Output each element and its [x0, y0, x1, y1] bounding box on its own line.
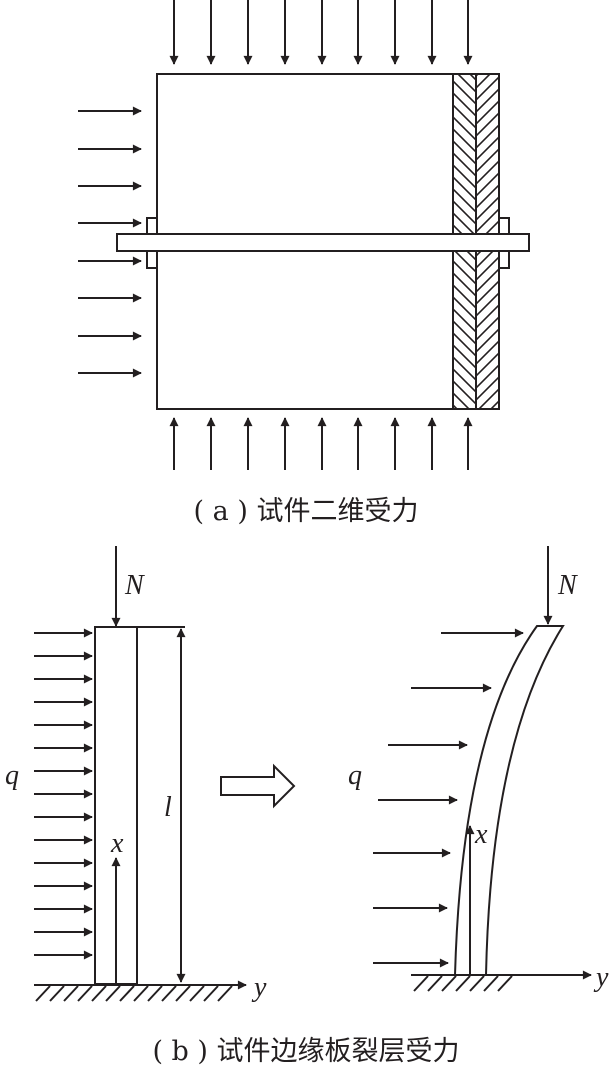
ground-hatch-line — [203, 985, 219, 1002]
ground-hatch-line — [133, 985, 149, 1002]
label-q-right: q — [348, 760, 362, 791]
ground-hatch-line — [161, 985, 177, 1002]
label-y-left: y — [251, 972, 267, 1003]
caption-b: ( b ) 试件边缘板裂层受力 — [152, 1036, 459, 1067]
label-x-left: x — [110, 828, 124, 859]
ground-hatch-line — [455, 975, 471, 992]
fixed-support-hatching-left — [35, 985, 233, 1002]
ground-hatch-line — [119, 985, 135, 1002]
panel-b-right: N q x y — [348, 546, 609, 993]
tie-bolt — [116, 233, 530, 252]
ground-hatch-line — [413, 975, 429, 992]
ground-hatch-line — [63, 985, 79, 1002]
ground-hatch-line — [441, 975, 457, 992]
panel-a: ( a ) 试件二维受力 — [78, 0, 530, 527]
ground-hatch-line — [147, 985, 163, 1002]
left-load-arrows — [78, 106, 142, 378]
ground-hatch-line — [427, 975, 443, 992]
buckled-edge-slab — [453, 625, 565, 976]
q-load-arrows-right — [373, 628, 524, 968]
label-y-right: y — [593, 962, 609, 993]
transform-arrow — [220, 763, 296, 809]
label-x-right: x — [474, 819, 488, 850]
ground-hatch-line — [217, 985, 233, 1002]
q-load-arrows-left — [34, 628, 93, 960]
ground-hatch-line — [469, 975, 485, 992]
bottom-load-arrows — [169, 417, 473, 470]
ground-hatch-line — [77, 985, 93, 1002]
label-l: l — [164, 792, 172, 823]
panel-b-left: N l q x y — [5, 546, 267, 1003]
label-q-left: q — [5, 760, 19, 791]
ground-hatch-line — [175, 985, 191, 1002]
label-N-right: N — [557, 570, 578, 601]
ground-hatch-line — [35, 985, 51, 1002]
ground-hatch-line — [49, 985, 65, 1002]
top-load-arrows — [169, 0, 473, 65]
ground-hatch-line — [497, 975, 513, 992]
ground-hatch-line — [483, 975, 499, 992]
caption-a: ( a ) 试件二维受力 — [194, 496, 419, 527]
ground-hatch-line — [105, 985, 121, 1002]
ground-hatch-line — [91, 985, 107, 1002]
fixed-support-hatching-right — [413, 975, 513, 992]
ground-hatch-line — [189, 985, 205, 1002]
label-N-left: N — [124, 570, 145, 601]
